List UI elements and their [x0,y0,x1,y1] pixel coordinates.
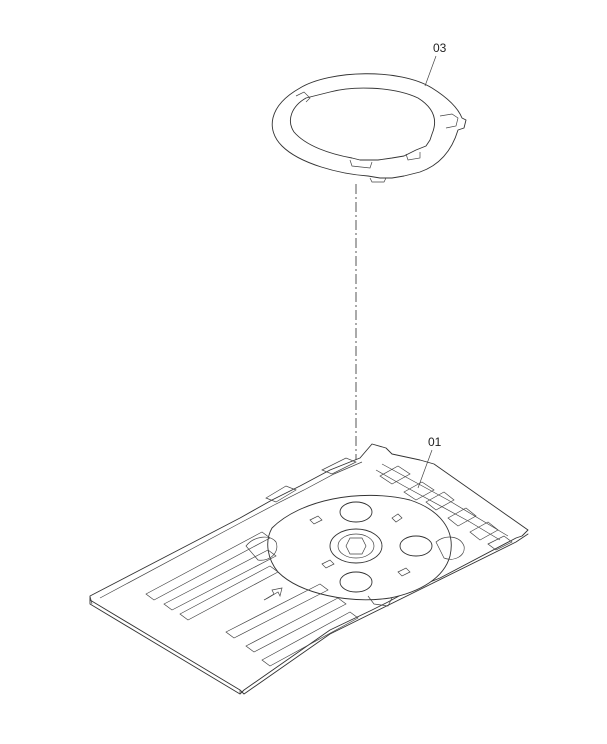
adapter-ring-inner [290,87,436,161]
tray-side-edge [89,595,241,694]
tray-rear-slots [379,465,513,551]
tray-front-grooves [145,531,359,667]
label-leader-03 [424,55,437,87]
tray-inner-rim [99,461,363,599]
label-leader-01 [417,449,433,489]
disc-recess-ledge [245,536,465,561]
tray-arrow [263,587,283,601]
tray-rear-frame [375,463,509,541]
adapter-ring-part: 03 [271,41,467,183]
recess-small-slots [309,513,411,577]
part-label-01: 01 [428,435,442,449]
adapter-ring-notch-bottom [349,152,421,169]
adapter-ring-notch-left [295,91,311,103]
center-hub-mid [337,533,375,559]
recess-hole-bottom [339,571,373,593]
center-hub-clip [345,537,367,555]
tray-rear-guide [265,457,357,503]
adapter-ring-tab [439,113,459,129]
tray-front-edge [89,533,529,695]
recess-notch-front [367,595,393,607]
adapter-ring-edge [369,177,387,183]
recess-hole-right [399,535,433,557]
recess-hole-top [339,501,373,523]
disc-tray-part: 01 [89,435,529,695]
part-label-03: 03 [433,41,447,55]
